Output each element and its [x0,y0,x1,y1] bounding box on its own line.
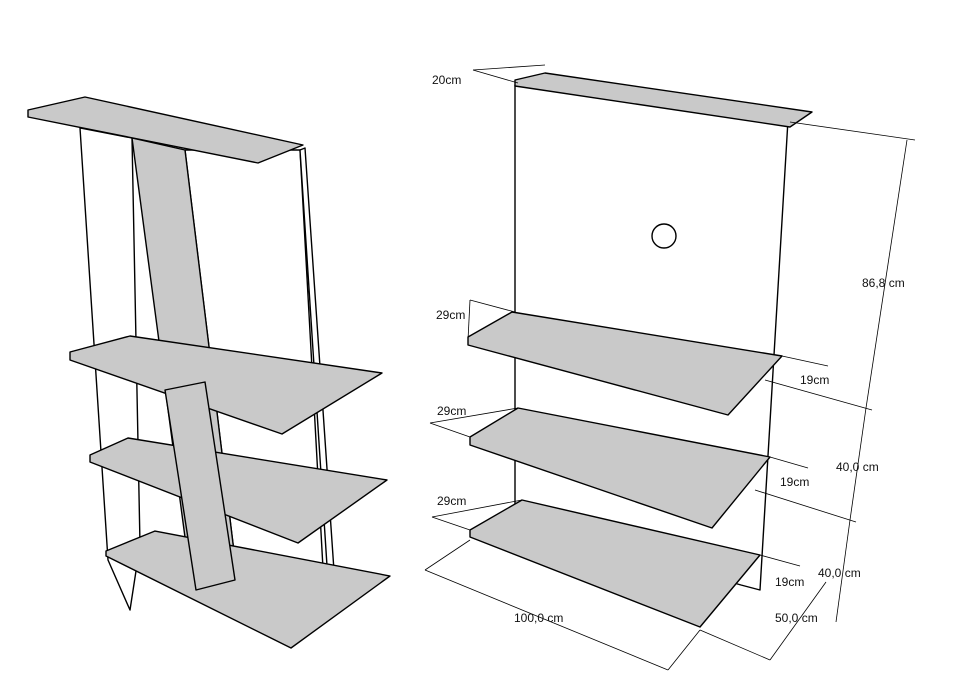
front-shelf-middle [469,407,771,529]
label-shelf-depth-back-3: 19cm [775,575,804,589]
cable-hole [651,223,677,249]
dimension-lines [424,64,916,671]
label-height-middle: 40,0 cm [836,460,879,474]
front-shelf-top [467,311,783,416]
right-shelf-view [467,72,813,628]
front-top-board [514,72,813,128]
label-shelf-depth-back-1: 19cm [800,373,829,387]
shelf-top [69,335,383,435]
front-shelf-bottom [469,499,761,628]
label-height-upper: 86,8 cm [862,276,905,290]
label-top-depth: 20cm [432,73,461,87]
dimension-labels: 20cm 86,8 cm 40,0 cm 40,0 cm 29cm 29cm 2… [432,73,905,625]
center-divider-lower [164,381,236,591]
label-shelf-depth-back-2: 19cm [780,475,809,489]
label-depth: 50,0 cm [775,611,818,625]
label-height-lower: 40,0 cm [818,566,861,580]
shelf-middle [89,437,388,544]
shelf-bottom [105,530,391,649]
label-width: 100,0 cm [514,611,563,625]
label-shelf-depth-front-1: 29cm [436,308,465,322]
top-board [27,96,304,164]
left-shelf-view [27,96,391,649]
label-shelf-depth-front-2: 29cm [437,404,466,418]
label-shelf-depth-front-3: 29cm [437,494,466,508]
